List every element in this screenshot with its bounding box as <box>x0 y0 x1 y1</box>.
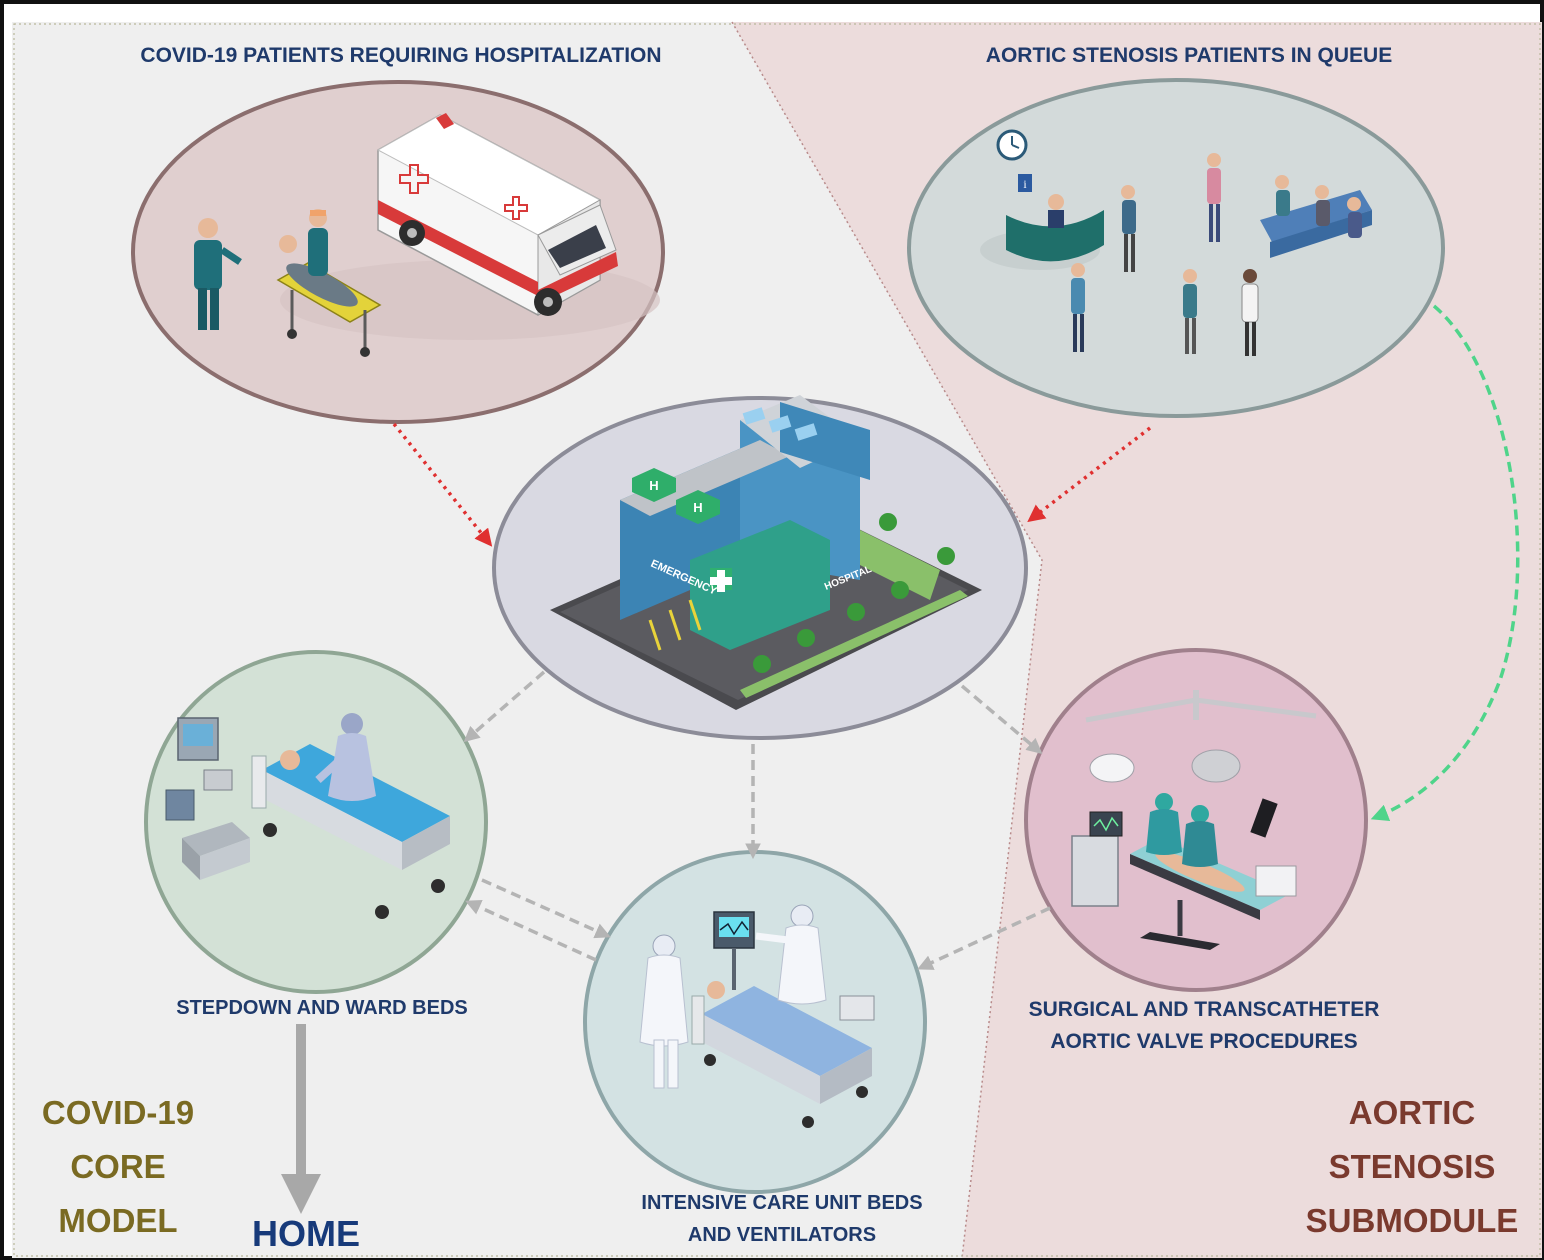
icu-node <box>583 850 927 1194</box>
ventilator-icon <box>713 911 875 1021</box>
waiting-room-node: i <box>907 78 1445 418</box>
home-label: HOME <box>252 1213 360 1254</box>
ambulance-node <box>131 80 665 424</box>
aortic-section-heading: AORTIC STENOSIS PATIENTS IN QUEUE <box>986 44 1392 67</box>
flow-arrow-ward-to-icu <box>481 878 611 939</box>
procedures-label-line-2: AORTIC VALVE PROCEDURES <box>1050 1030 1357 1053</box>
reception-desk-icon: i <box>1006 174 1104 262</box>
hospital-building-icon: EMERGENCY HOSPITAL <box>550 395 982 710</box>
covid-model-label-line-3: MODEL <box>58 1202 177 1239</box>
svg-text:H: H <box>693 500 702 515</box>
waiting-chairs-icon <box>1260 175 1372 258</box>
inner-dotted-border <box>13 23 1541 1257</box>
paramedic-stretcher-icon <box>276 209 382 357</box>
ambulance-icon <box>376 113 618 316</box>
operating-table-icon <box>1130 838 1290 950</box>
aortic-module-label-line-1: AORTIC <box>1349 1094 1476 1131</box>
flow-arrow-hospital-to-procedures <box>960 684 1043 755</box>
medical-monitor-icon <box>165 717 250 880</box>
region-divider <box>731 21 1043 1259</box>
icu-label-line-1: INTENSIVE CARE UNIT BEDS <box>641 1192 922 1214</box>
flow-arrow-icu-to-ward <box>465 900 597 962</box>
ppe-doctor-icon <box>639 904 827 1089</box>
covid-section-heading: COVID-19 PATIENTS REQUIRING HOSPITALIZAT… <box>140 44 661 67</box>
svg-text:i: i <box>1023 177 1027 191</box>
ppe-nurse-icon <box>315 713 376 801</box>
procedures-label-line-1: SURGICAL AND TRANSCATHETER <box>1029 998 1380 1021</box>
covid-model-label-line-1: COVID-19 <box>42 1094 194 1131</box>
surgical-lights-icon <box>1085 690 1317 838</box>
helipad-icon: H H <box>632 468 720 524</box>
flow-arrow-procedures-to-icu <box>917 906 1051 970</box>
waiting-people-icon <box>1071 153 1259 356</box>
ward-beds-label: STEPDOWN AND WARD BEDS <box>176 997 467 1019</box>
clock-icon <box>996 129 1028 161</box>
svg-text:H: H <box>649 478 658 493</box>
flow-arrow-hospital-to-ward <box>463 670 546 743</box>
flow-arrow-queue-to-hospital <box>1027 426 1152 523</box>
surgeons-icon <box>1146 793 1218 867</box>
anesthesia-machine-icon <box>1071 811 1297 907</box>
procedures-node <box>1024 648 1368 992</box>
flow-arrow-queue-to-procedures <box>1370 304 1520 822</box>
aortic-module-label-line-2: STENOSIS <box>1329 1148 1496 1185</box>
covid-model-label-line-2: CORE <box>70 1148 165 1185</box>
trees-icon <box>753 513 955 673</box>
icu-label-line-2: AND VENTILATORS <box>688 1224 876 1246</box>
ward-beds-node <box>144 650 488 994</box>
icu-bed-icon <box>691 981 872 1128</box>
paramedic-standing-icon <box>194 218 242 330</box>
aortic-module-label-line-3: SUBMODULE <box>1306 1202 1519 1239</box>
flow-arrow-ambulance-to-hospital <box>392 422 493 547</box>
hospital-node: EMERGENCY HOSPITAL H H <box>492 395 1028 740</box>
